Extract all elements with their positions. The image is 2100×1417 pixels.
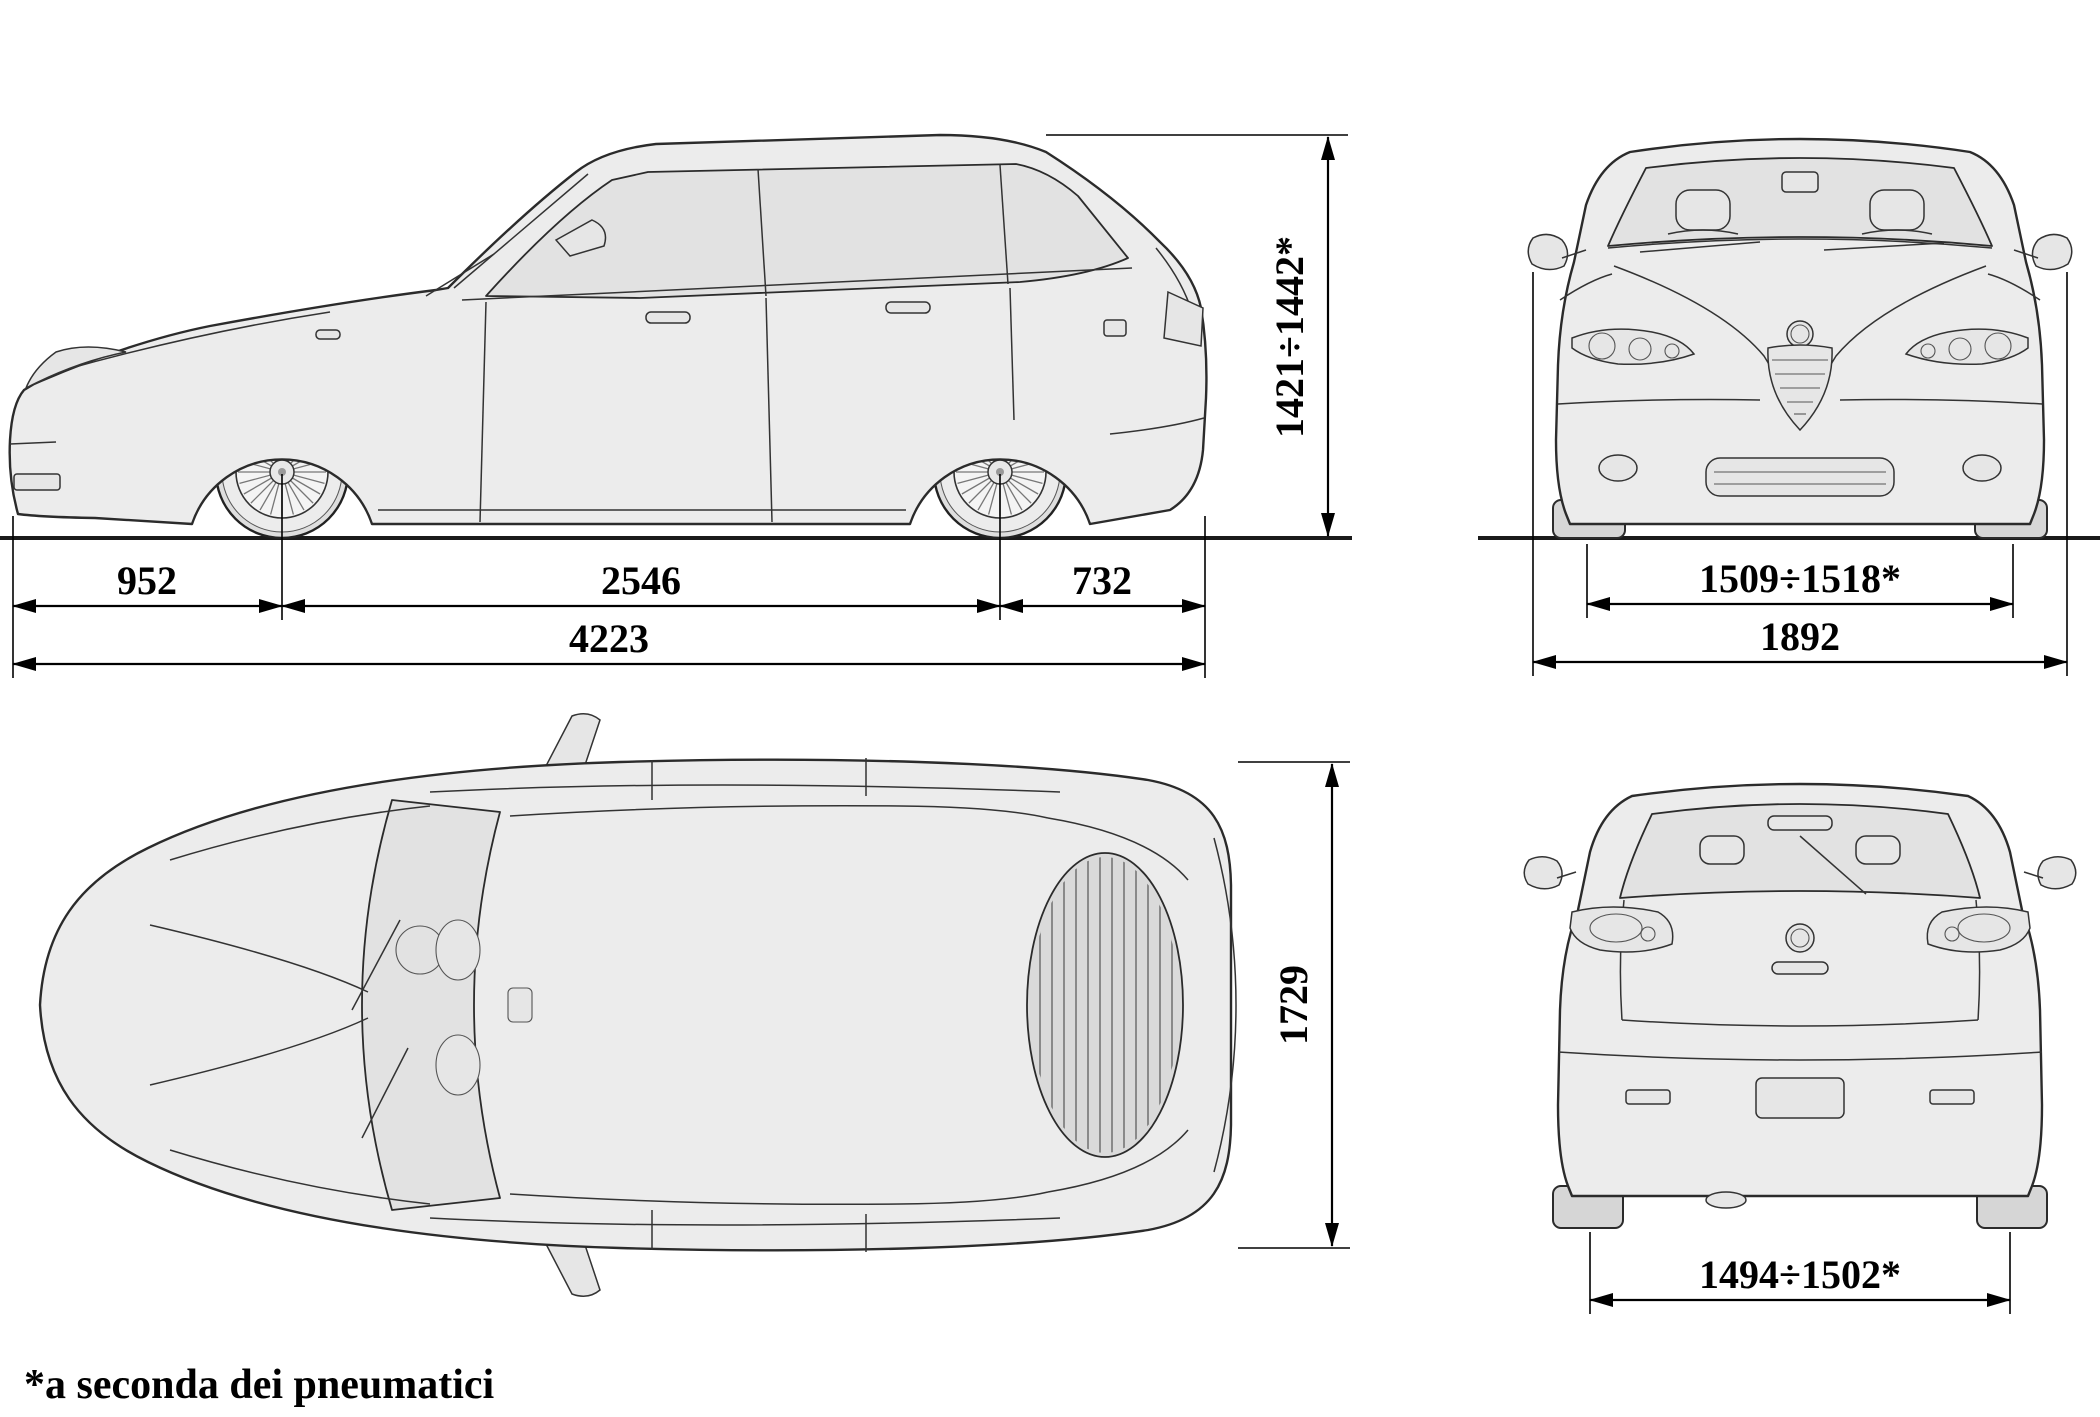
alfa-badge-rear-inner	[1790, 928, 1810, 948]
side-glasshouse	[485, 163, 1129, 299]
top-view-drawing	[38, 713, 1237, 1297]
intake-slats	[1714, 471, 1886, 485]
left-reflector	[1625, 1089, 1671, 1105]
dim-body-width-label: 1729	[1271, 965, 1316, 1045]
front-right-mirror	[2031, 233, 2073, 271]
license-plate-recess	[1755, 1077, 1845, 1119]
rear-left-mirror	[1523, 856, 1563, 890]
right-reflector	[1929, 1089, 1975, 1105]
top-details	[149, 758, 1237, 1252]
headlight-lenses	[1588, 332, 2012, 361]
taillight-lenses	[1589, 913, 2011, 943]
left-foglight	[1598, 454, 1638, 482]
alfa-badge-rear	[1785, 923, 1815, 953]
top-view-dimensions: 1729	[1238, 761, 1350, 1249]
rear-window	[1619, 803, 1981, 899]
front-door-handle	[645, 311, 691, 324]
rearview-mirror	[1781, 171, 1819, 193]
left-headrest	[1675, 189, 1731, 231]
headlight-side	[24, 346, 127, 390]
side-view-drawing	[8, 133, 1208, 540]
side-mirror	[554, 219, 607, 257]
rear-view-dimensions: 1494÷1502*	[1589, 1232, 2011, 1314]
rear-right-headrest	[1855, 835, 1901, 865]
rear-view-drawing	[1523, 782, 2077, 1229]
front-view-dimensions: 1509÷1518* 1892	[1532, 272, 2068, 676]
dim-rear-overhang-label: 732	[1072, 558, 1132, 603]
front-windshield	[1607, 157, 1993, 247]
top-mirror-right	[544, 1241, 601, 1297]
front-lower-intake	[1705, 457, 1895, 497]
front-view-drawing	[1527, 137, 2073, 539]
top-mirror-left	[544, 713, 601, 769]
right-headrest	[1869, 189, 1925, 231]
front-foglight-side	[13, 473, 61, 491]
top-body-outline	[38, 758, 1233, 1252]
top-interior	[395, 919, 533, 1096]
taillight-side	[1163, 290, 1204, 347]
side-details	[9, 164, 1205, 523]
exhaust-tip	[1705, 1191, 1747, 1209]
right-headlight	[1904, 328, 2029, 366]
footnote: *a seconda dei pneumatici	[24, 1362, 495, 1408]
dim-rear-track-label: 1494÷1502*	[1699, 1252, 1901, 1297]
dim-height-label: 1421÷1442*	[1267, 236, 1312, 438]
rear-details	[1556, 835, 2044, 1061]
hatch-handle	[1771, 961, 1829, 975]
high-mount-stoplamp	[1767, 815, 1833, 831]
side-indicator	[315, 329, 341, 340]
left-headlight	[1571, 328, 1696, 366]
dim-overall-length-label: 4223	[569, 616, 649, 661]
right-foglight	[1962, 454, 2002, 482]
dim-front-overhang-label: 952	[117, 558, 177, 603]
alfa-shield-grille	[1767, 320, 1833, 432]
dim-wheelbase-label: 2546	[601, 558, 681, 603]
rear-right-mirror	[2037, 856, 2077, 890]
side-view-dimensions: 952 2546 732 4223 1421÷1442*	[12, 134, 1348, 678]
front-left-mirror	[1527, 233, 1569, 271]
top-windshield	[361, 799, 501, 1211]
top-rear-window	[1026, 852, 1184, 1158]
rear-left-headrest	[1699, 835, 1745, 865]
fuel-lid	[1103, 319, 1127, 337]
dim-front-track-label: 1509÷1518*	[1699, 556, 1901, 601]
dim-overall-width-label: 1892	[1760, 614, 1840, 659]
rear-door-handle	[885, 301, 931, 314]
